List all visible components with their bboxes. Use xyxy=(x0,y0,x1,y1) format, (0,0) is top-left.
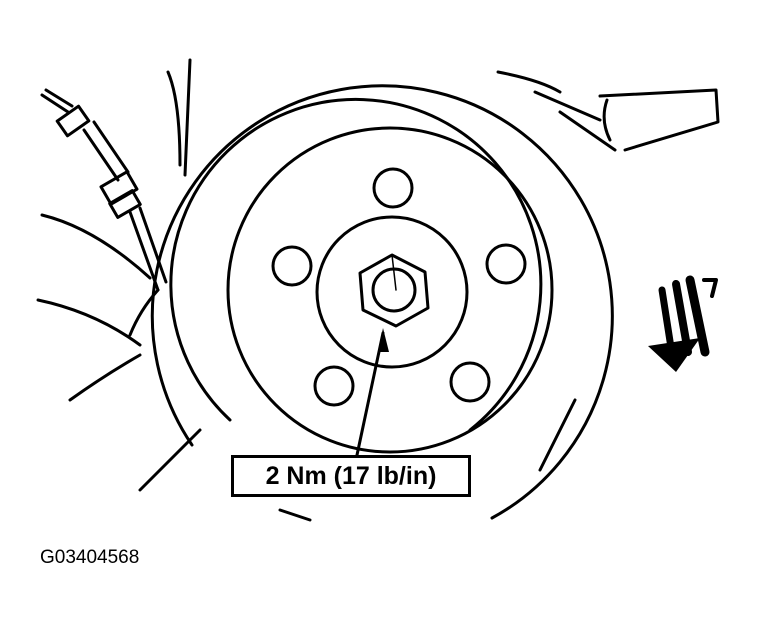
wheel-hub-icon xyxy=(226,126,554,454)
torque-callout-text: 2 Nm (17 lb/in) xyxy=(265,462,437,490)
hex-nut-icon xyxy=(358,253,430,328)
direction-arrow-icon xyxy=(648,275,718,372)
brake-rotor xyxy=(150,84,614,520)
figure-id: G03404568 xyxy=(40,547,140,568)
bolt-holes xyxy=(271,167,527,407)
leader-arrowhead xyxy=(378,328,389,352)
background-outlines xyxy=(36,58,720,522)
brake-line xyxy=(40,88,168,337)
torque-callout-box: 2 Nm (17 lb/in) xyxy=(231,455,471,497)
leader-line xyxy=(355,331,385,457)
hub-inner-ring xyxy=(315,215,469,369)
